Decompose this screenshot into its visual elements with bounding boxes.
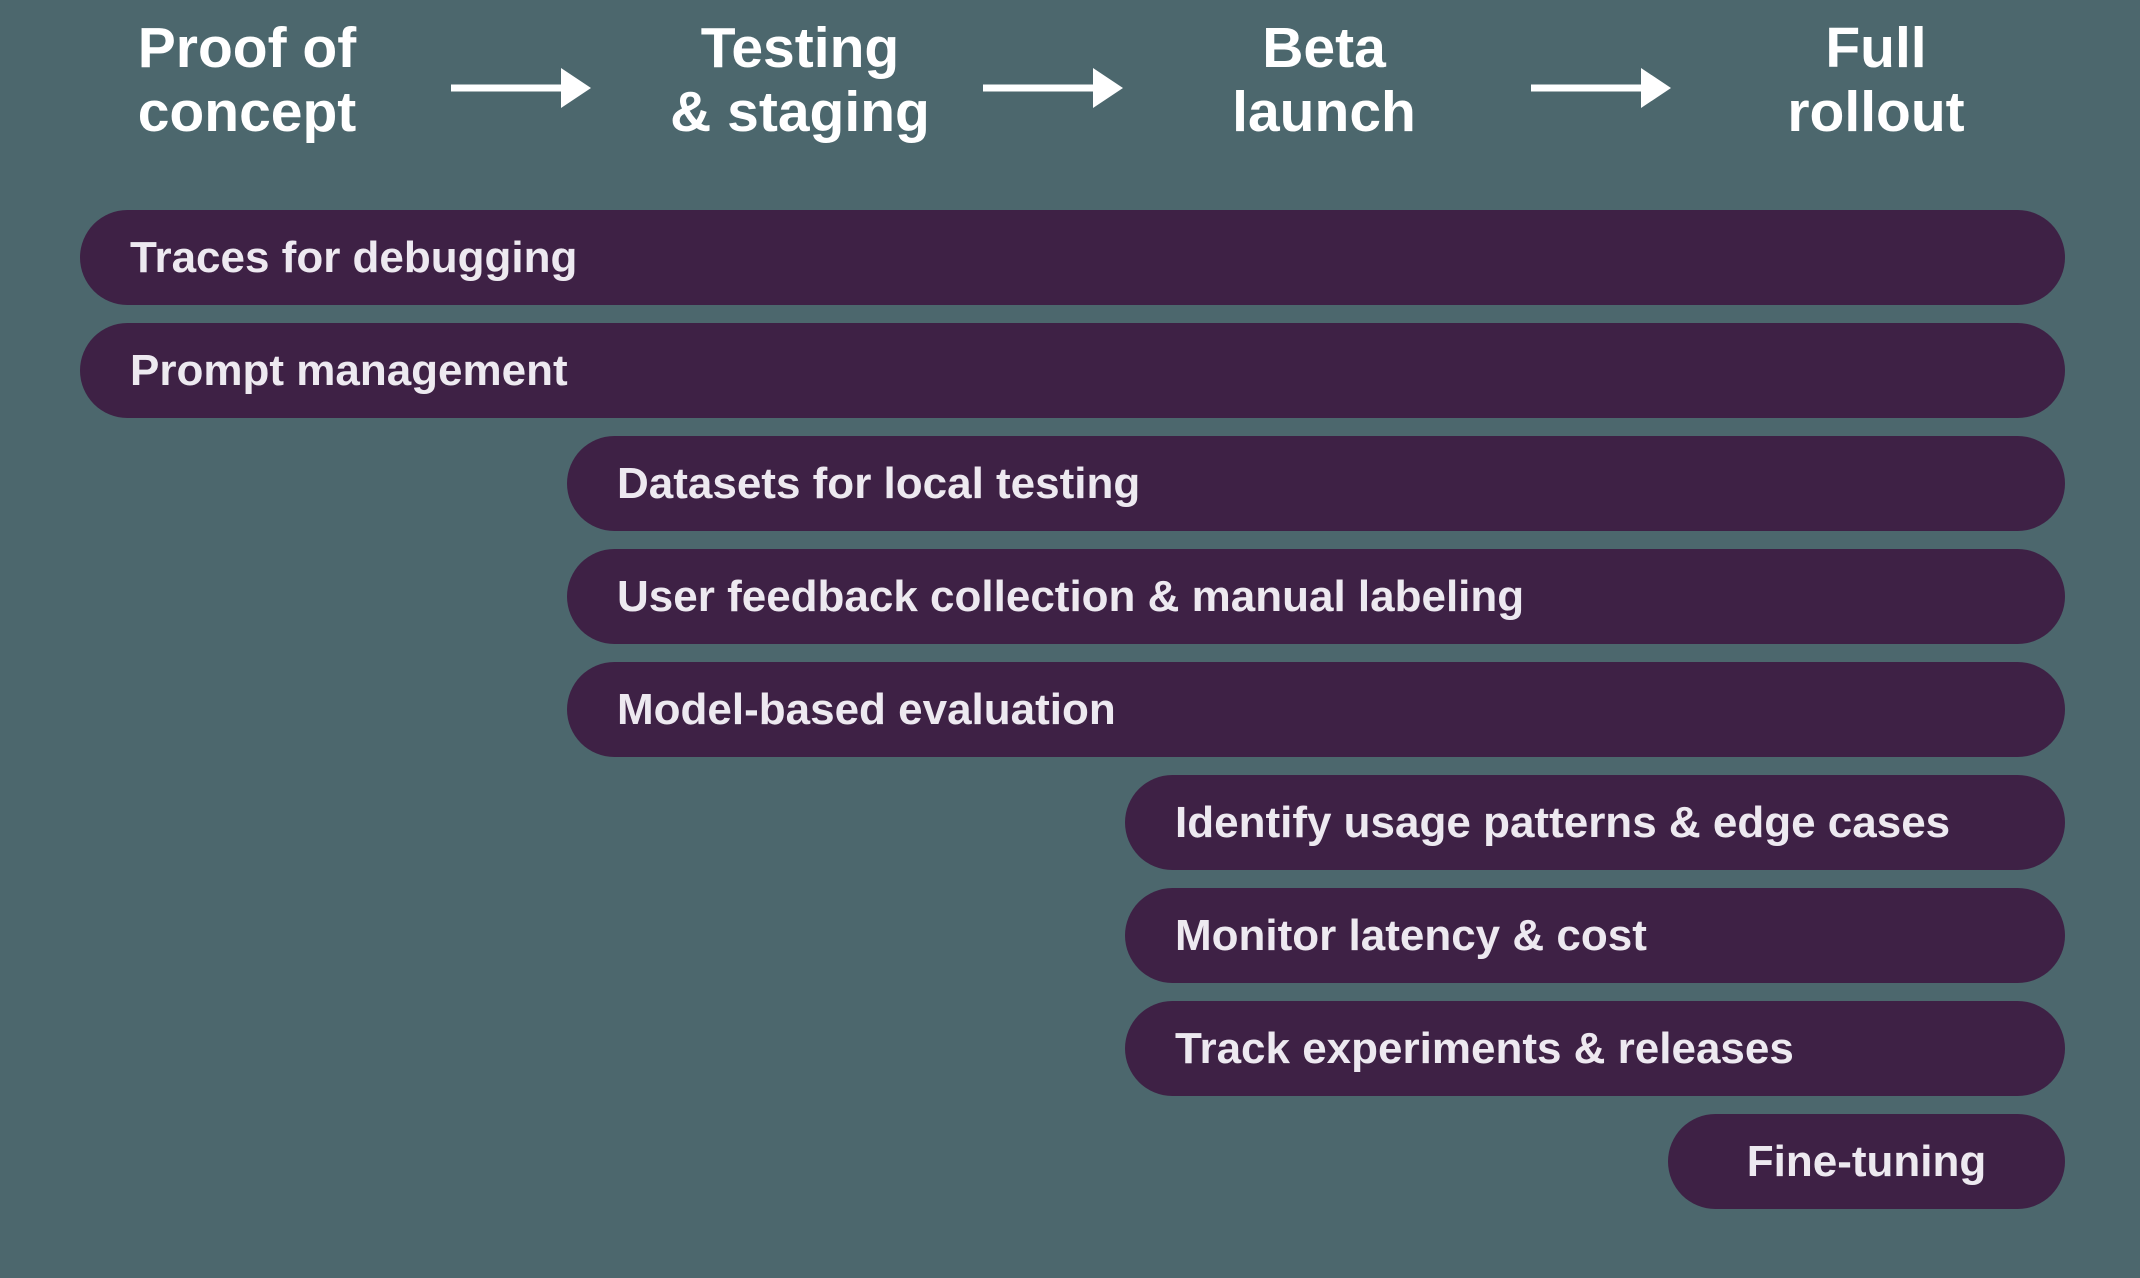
- stage-label-line: Proof of: [137, 16, 357, 80]
- stage-label-testing-staging: Testing & staging: [670, 16, 930, 144]
- stage-label-beta-launch: Beta launch: [1232, 16, 1416, 144]
- bar-model-based-evaluation: Model-based evaluation: [567, 662, 2065, 757]
- bar-label: Datasets for local testing: [617, 458, 1141, 508]
- bar-label: User feedback collection & manual labeli…: [617, 571, 1525, 621]
- bar-label: Monitor latency & cost: [1175, 910, 1647, 960]
- stage-label-proof-of-concept: Proof of concept: [138, 16, 357, 144]
- bar-label: Identify usage patterns & edge cases: [1175, 797, 1951, 847]
- bar-label: Traces for debugging: [130, 232, 578, 282]
- bar-datasets-for-local-testing: Datasets for local testing: [567, 436, 2065, 531]
- bar-label: Model-based evaluation: [617, 684, 1116, 734]
- bar-prompt-management: Prompt management: [80, 323, 2065, 418]
- bar-traces-for-debugging: Traces for debugging: [80, 210, 2065, 305]
- bar-monitor-latency-cost: Monitor latency & cost: [1125, 888, 2065, 983]
- bar-track-experiments-releases: Track experiments & releases: [1125, 1001, 2065, 1096]
- arrow-right-icon: [1531, 68, 1671, 108]
- stage-label-line: & staging: [670, 80, 930, 144]
- stage-label-line: launch: [1232, 80, 1416, 144]
- stage-label-line: Full: [1825, 16, 1927, 80]
- bar-label: Fine-tuning: [1746, 1136, 1987, 1186]
- stage-label-full-rollout: Full rollout: [1787, 16, 1964, 144]
- arrow-right-icon: [451, 68, 591, 108]
- bar-user-feedback-collection-manual-labeling: User feedback collection & manual labeli…: [567, 549, 2065, 644]
- bar-fine-tuning: Fine-tuning: [1668, 1114, 2065, 1209]
- bar-identify-usage-patterns-edge-cases: Identify usage patterns & edge cases: [1125, 775, 2065, 870]
- stage-label-line: Beta: [1262, 16, 1386, 80]
- bar-label: Track experiments & releases: [1175, 1023, 1794, 1073]
- stage-label-line: concept: [137, 80, 357, 144]
- arrow-right-icon: [983, 68, 1123, 108]
- stage-label-line: Testing: [700, 16, 900, 80]
- stage-label-line: rollout: [1787, 80, 1965, 144]
- bar-label: Prompt management: [130, 345, 568, 395]
